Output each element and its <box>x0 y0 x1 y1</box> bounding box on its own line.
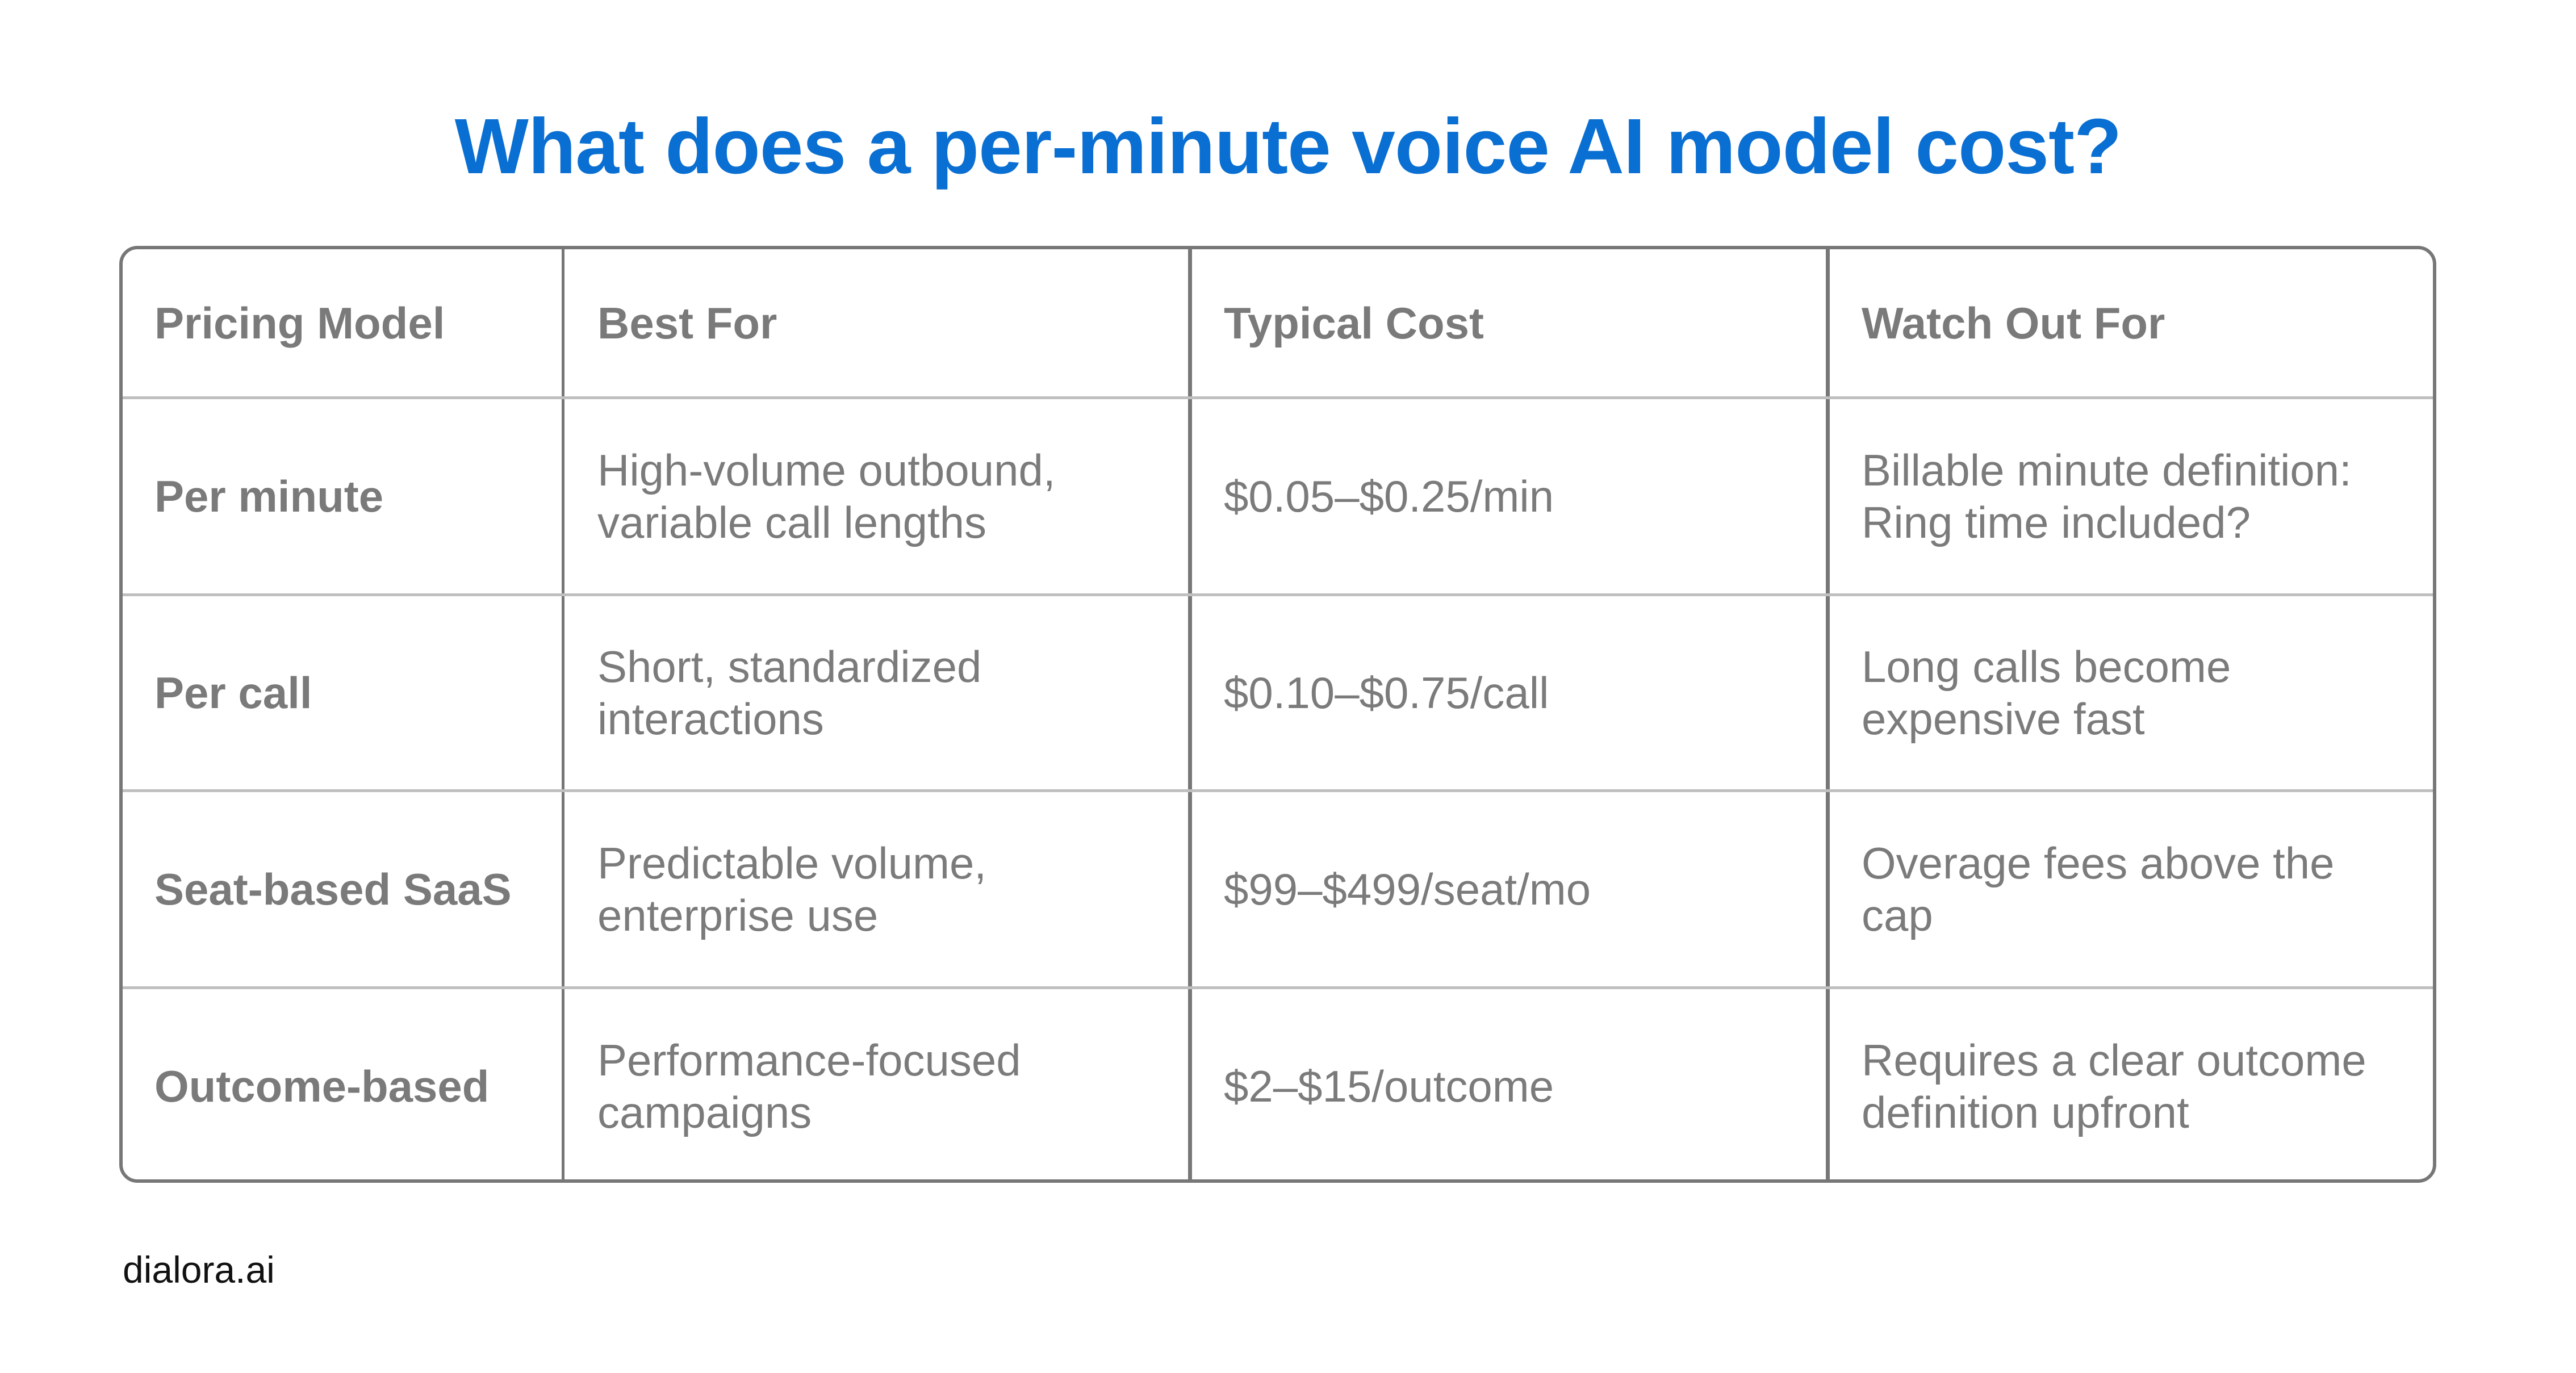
column-divider <box>1188 249 1192 1179</box>
pricing-table: Pricing Model Best For Typical Cost Watc… <box>119 246 2436 1183</box>
column-divider <box>1826 249 1830 1179</box>
watch-out-cell: Billable minute definition: Ring time in… <box>1830 399 2433 593</box>
best-for-cell: High-volume outbound, variable call leng… <box>564 399 1188 593</box>
best-for-line: enterprise use <box>597 890 879 940</box>
row-divider <box>123 789 2433 792</box>
best-for-line: variable call lengths <box>597 497 987 547</box>
pricing-model-cell: Seat-based SaaS <box>154 864 512 914</box>
watch-out-line: cap <box>1862 890 1933 940</box>
best-for-line: Predictable volume, <box>597 838 987 888</box>
column-divider <box>562 249 564 1179</box>
row-divider <box>123 986 2433 989</box>
best-for-line: Performance-focused <box>597 1035 1021 1085</box>
column-header-watch-out-for: Watch Out For <box>1862 298 2165 348</box>
best-for-cell: Performance-focused campaigns <box>564 989 1188 1179</box>
watch-out-line: Ring time included? <box>1862 497 2251 547</box>
typical-cost-cell: $99–$499/seat/mo <box>1224 864 1591 914</box>
best-for-line: interactions <box>597 694 824 744</box>
best-for-line: High-volume outbound, <box>597 445 1056 495</box>
watch-out-line: Requires a clear outcome <box>1862 1035 2366 1085</box>
best-for-cell: Short, standardized interactions <box>564 596 1188 789</box>
watch-out-line: expensive fast <box>1862 694 2145 744</box>
watch-out-line: Overage fees above the <box>1862 838 2335 888</box>
pricing-model-cell: Per minute <box>154 471 384 521</box>
column-header-typical-cost: Typical Cost <box>1224 298 1484 348</box>
row-divider <box>123 396 2433 399</box>
best-for-cell: Predictable volume, enterprise use <box>564 792 1188 986</box>
watch-out-line: definition upfront <box>1862 1087 2189 1137</box>
typical-cost-cell: $0.10–$0.75/call <box>1224 668 1549 718</box>
row-divider <box>123 593 2433 596</box>
column-header-pricing-model: Pricing Model <box>154 298 445 348</box>
watch-out-cell: Long calls become expensive fast <box>1830 596 2433 789</box>
watch-out-line: Billable minute definition: <box>1862 445 2352 495</box>
typical-cost-cell: $0.05–$0.25/min <box>1224 471 1554 521</box>
page-title: What does a per-minute voice AI model co… <box>454 103 2122 190</box>
brand-watermark: dialora.ai <box>123 1249 275 1291</box>
watch-out-line: Long calls become <box>1862 642 2231 692</box>
typical-cost-cell: $2–$15/outcome <box>1224 1061 1554 1111</box>
pricing-model-cell: Outcome-based <box>154 1061 490 1111</box>
pricing-model-cell: Per call <box>154 668 312 718</box>
watch-out-cell: Requires a clear outcome definition upfr… <box>1830 989 2433 1179</box>
watch-out-cell: Overage fees above the cap <box>1830 792 2433 986</box>
best-for-line: campaigns <box>597 1087 812 1137</box>
column-header-best-for: Best For <box>597 298 777 348</box>
best-for-line: Short, standardized <box>597 642 982 692</box>
